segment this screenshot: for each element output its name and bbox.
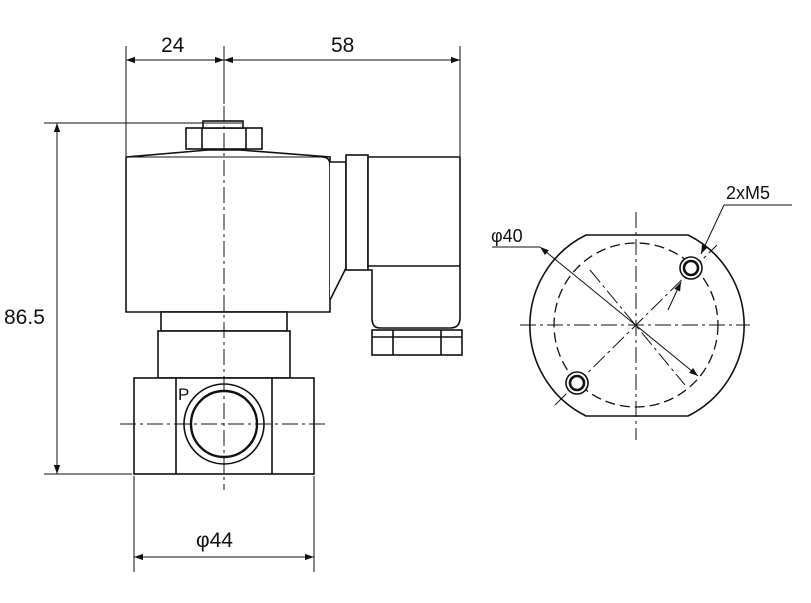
dim-mount-holes-leader [700,204,725,255]
flange-outline [529,234,745,417]
flange-view [492,204,792,440]
dim-flange-diameter [539,246,699,377]
front-view [120,106,463,490]
dim-width-right-label: 58 [331,34,354,57]
dim-width-left-label: 24 [161,34,185,57]
port-label: P [178,385,189,404]
din-connector [367,156,463,356]
dimension-lines [44,46,461,572]
front-center-lines [120,106,328,490]
dim-flange-diameter-label: φ40 [491,226,523,246]
dim-mount-holes-label: 2xM5 [726,183,770,203]
coil-housing [125,149,331,313]
mount-hole-bottom [565,371,589,395]
dim-port-diameter-label: φ44 [196,529,233,552]
mount-hole-top [679,256,703,280]
dim-height-label: 86.5 [4,306,45,329]
connector-bracket [329,154,369,301]
